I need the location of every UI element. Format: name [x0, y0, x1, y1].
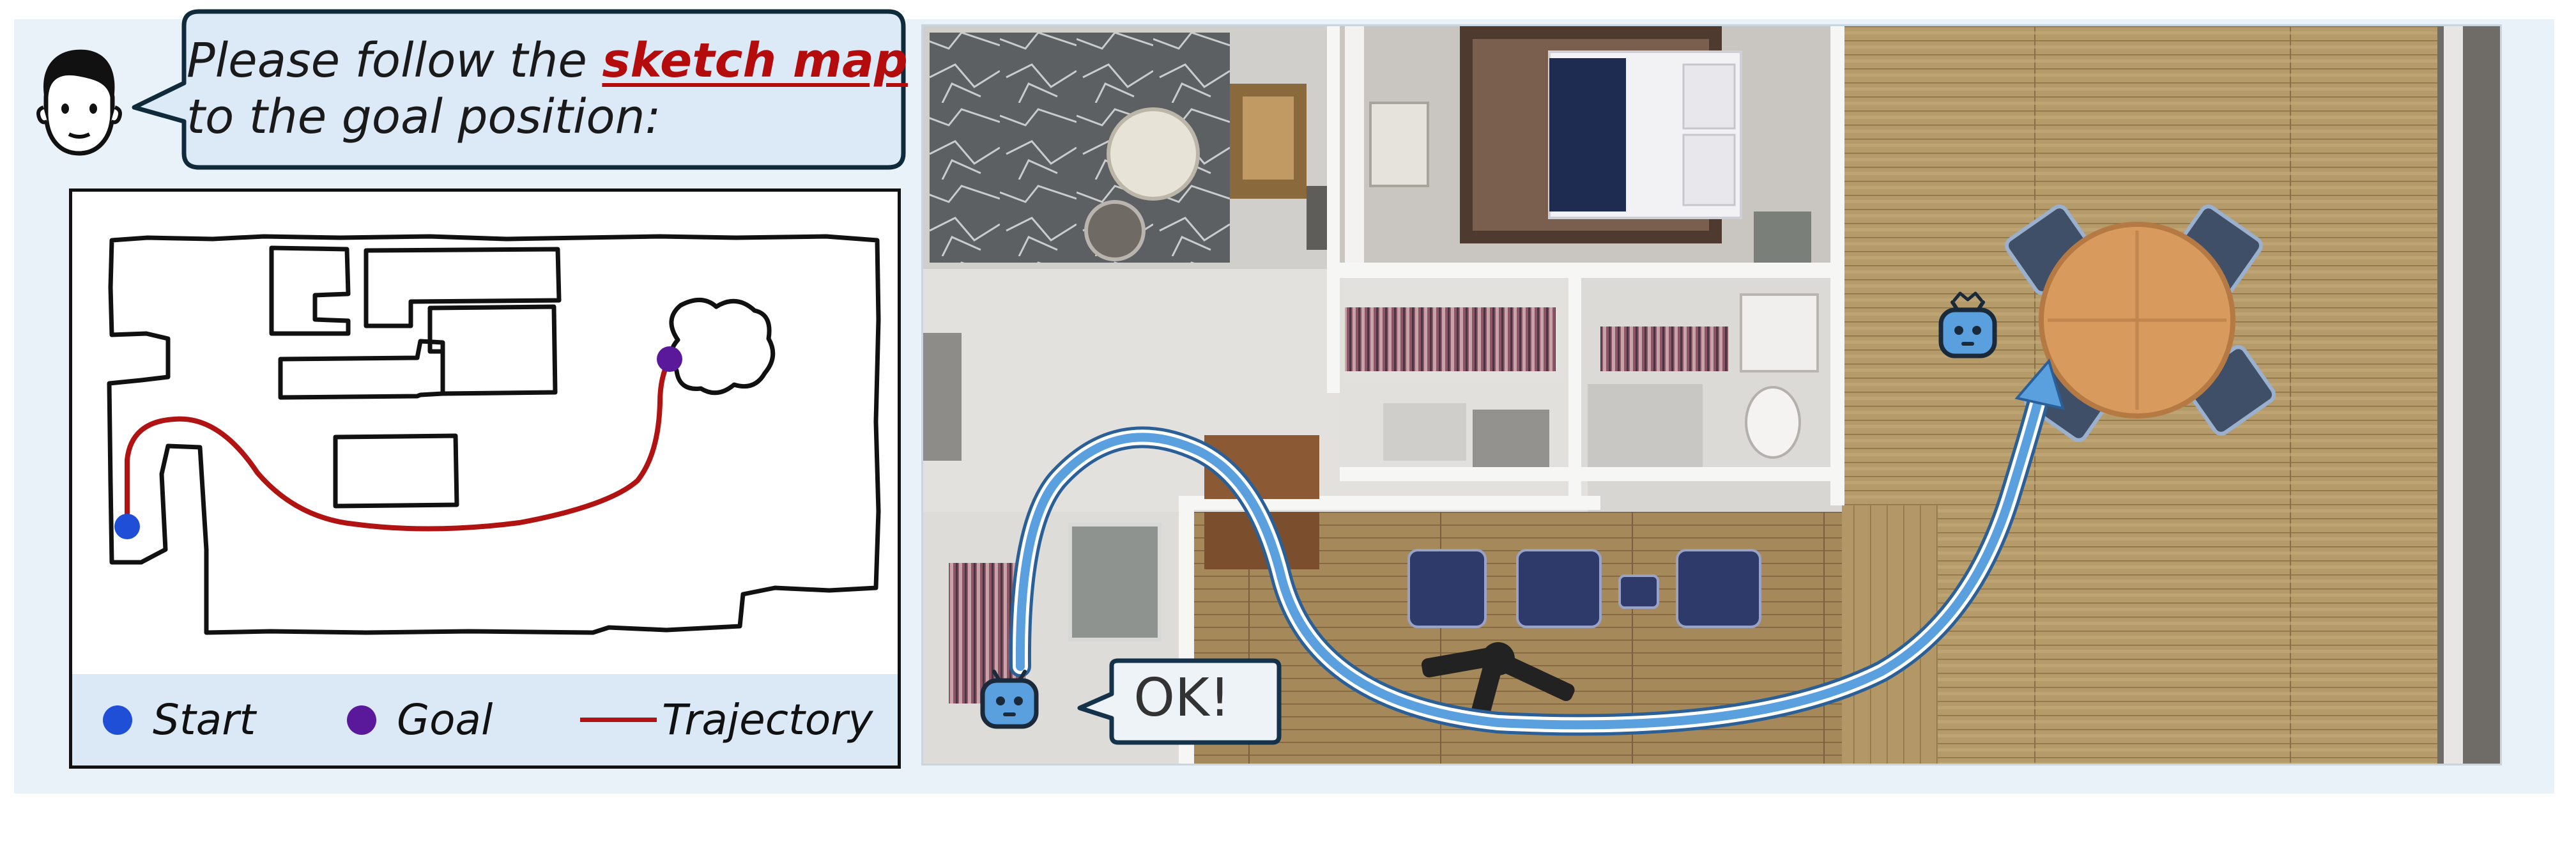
living-chairs [1407, 549, 1761, 628]
legend-goal-label: Goal [397, 695, 493, 744]
sketch-room-1 [269, 245, 351, 336]
scene-render [923, 26, 2500, 764]
sketch-room-4 [278, 339, 445, 400]
dining-set [2004, 204, 2276, 442]
sketch-room-2 [364, 247, 562, 328]
trajectory-path [125, 357, 672, 532]
robot-icon [980, 670, 1039, 729]
legend-start-label: Start [153, 695, 256, 744]
reply-text: OK! [1133, 668, 1230, 728]
sketch-room-5 [333, 433, 459, 509]
instruction-line-2: to the goal position: [187, 89, 661, 144]
sketch-map: Start Goal Trajectory [69, 188, 901, 769]
top-down-scene [921, 24, 2502, 765]
start-marker [114, 514, 140, 539]
coffee-table [1107, 107, 1200, 201]
legend-trajectory-label: Trajectory [662, 695, 873, 744]
goal-marker [657, 346, 682, 372]
legend-goal: Goal [347, 674, 493, 765]
robot-icon [1938, 291, 1997, 358]
route-arrowhead [2014, 358, 2065, 410]
trajectory-line-icon [580, 718, 657, 722]
speech-bubble [132, 9, 906, 170]
user-face-icon [36, 49, 122, 156]
hall-rug [1345, 307, 1556, 371]
instruction-line-1: Please follow the sketch map [187, 33, 908, 88]
floorplan-outline [107, 234, 881, 635]
instruction-prefix: Please follow the [187, 33, 587, 88]
sketch-map-drawing [107, 234, 881, 635]
legend: Start Goal Trajectory [72, 674, 898, 765]
goal-dot-icon [347, 705, 376, 735]
start-dot-icon [103, 705, 132, 735]
nightstand [1369, 102, 1429, 187]
instruction-highlight: sketch map [602, 33, 908, 88]
sketch-room-3 [427, 304, 558, 396]
sketch-table [669, 298, 776, 396]
legend-start: Start [103, 674, 256, 765]
reply-bubble [1077, 658, 1282, 745]
legend-trajectory: Trajectory [580, 674, 873, 765]
